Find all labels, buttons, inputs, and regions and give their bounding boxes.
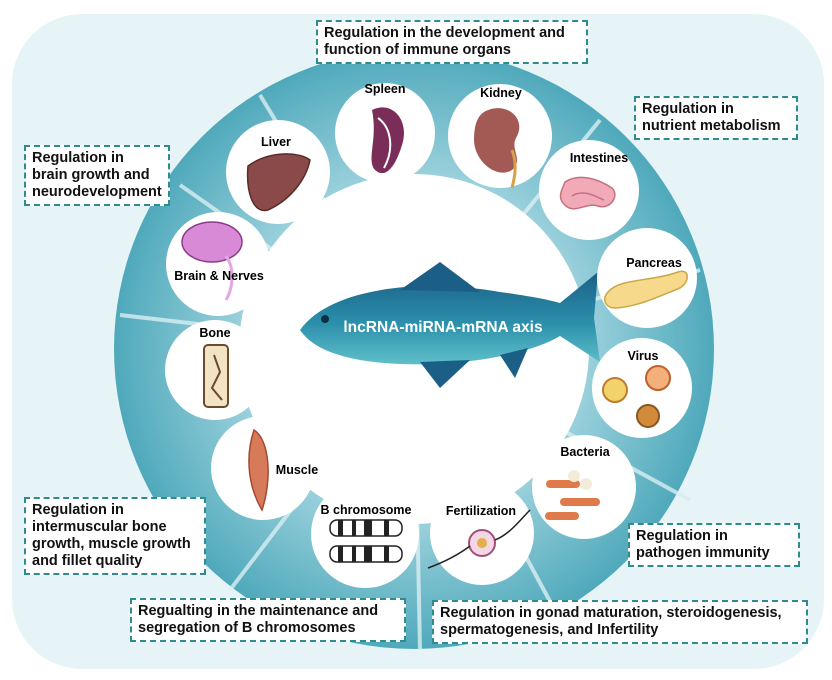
callout-nutrient-line-2: nutrient metabolism	[642, 118, 790, 135]
callout-muscle-line-3: growth, muscle growth	[32, 536, 198, 553]
callout-bchrom-line-1: Regualting in the maintenance and	[138, 603, 398, 620]
organ-liver: Liver	[226, 120, 330, 224]
organ-label-bone: Bone	[199, 326, 230, 340]
callout-immune-line-1: Regulation in the development and	[324, 25, 580, 42]
callout-immune-line-2: function of immune organs	[324, 42, 580, 59]
organ-label-intestines: Intestines	[570, 151, 628, 165]
center-label: lncRNA-miRNA-mRNA axis	[343, 319, 542, 336]
organ-brain: Brain & Nerves	[166, 212, 270, 316]
callout-muscle: Regulation in intermuscular bone growth,…	[24, 497, 206, 575]
callout-brain-line-2: brain growth and	[32, 167, 162, 184]
organ-label-brain: Brain & Nerves	[174, 269, 264, 283]
callout-muscle-line-4: and fillet quality	[32, 553, 198, 570]
organ-kidney: Kidney	[448, 84, 552, 188]
callout-gonad: Regulation in gonad maturation, steroido…	[432, 600, 808, 644]
callout-brain: Regulation in brain growth and neurodeve…	[24, 145, 170, 206]
organ-label-spleen: Spleen	[365, 82, 406, 96]
organ-label-fertilization: Fertilization	[446, 504, 516, 518]
organ-label-muscle: Muscle	[276, 463, 318, 477]
callout-gonad-line-1: Regulation in gonad maturation, steroido…	[440, 605, 800, 622]
organ-pancreas: Pancreas	[597, 228, 697, 328]
organ-label-kidney: Kidney	[480, 86, 522, 100]
callout-pathogen-line-1: Regulation in	[636, 528, 792, 545]
callout-muscle-line-1: Regulation in	[32, 502, 198, 519]
organ-label-b-chromosome: B chromosome	[321, 503, 412, 517]
callout-muscle-line-2: intermuscular bone	[32, 519, 198, 536]
organ-virus: Virus	[592, 338, 692, 438]
callout-gonad-line-2: spermatogenesis, and Infertility	[440, 622, 800, 639]
callout-nutrient: Regulation in nutrient metabolism	[634, 96, 798, 140]
organ-label-pancreas: Pancreas	[626, 256, 682, 270]
organ-label-bacteria: Bacteria	[560, 445, 610, 459]
organ-label-liver: Liver	[261, 135, 291, 149]
callout-nutrient-line-1: Regulation in	[642, 101, 790, 118]
organ-bone: Bone	[165, 320, 265, 420]
organ-intestines: Intestines	[539, 140, 639, 240]
callout-brain-line-1: Regulation in	[32, 150, 162, 167]
organ-bacteria: Bacteria	[532, 435, 636, 539]
callout-bchrom-line-2: segregation of B chromosomes	[138, 620, 398, 637]
callout-immune: Regulation in the development and functi…	[316, 20, 588, 64]
organ-b-chromosome: B chromosome	[311, 480, 419, 588]
callout-bchrom: Regualting in the maintenance and segreg…	[130, 598, 406, 642]
organ-label-virus: Virus	[627, 349, 658, 363]
callout-pathogen-line-2: pathogen immunity	[636, 545, 792, 562]
callout-pathogen: Regulation in pathogen immunity	[628, 523, 800, 567]
callout-brain-line-3: neurodevelopment	[32, 184, 162, 201]
